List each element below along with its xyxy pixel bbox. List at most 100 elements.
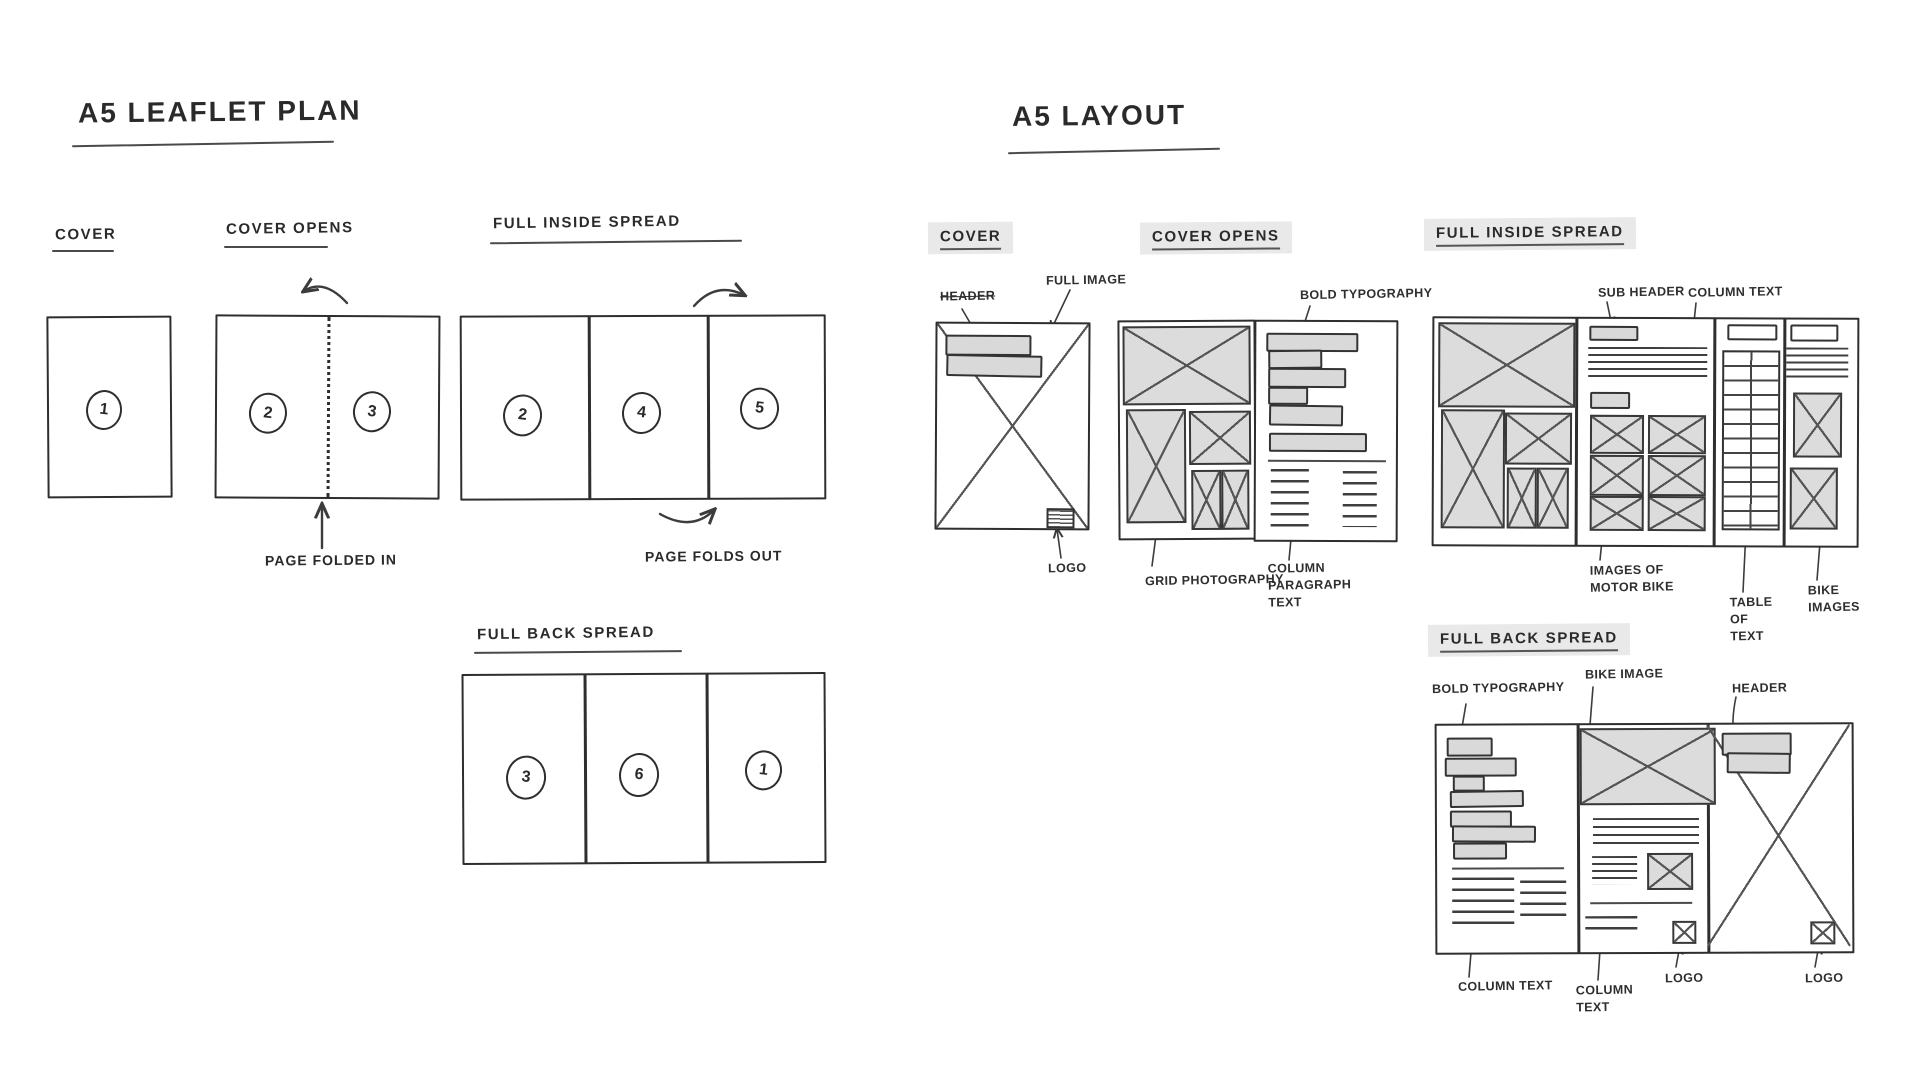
plan-cover-opens-label: COVER OPENS <box>225 219 354 238</box>
layout-cover-tab: COVER <box>927 221 1014 255</box>
typography-bar <box>1451 825 1537 843</box>
motorbike-image-placeholder <box>1589 414 1645 454</box>
plan-inside-spread-label: FULL INSIDE SPREAD <box>492 212 681 233</box>
bike-image-placeholder <box>1579 727 1716 806</box>
back-column-text-left-annotation: COLUMN TEXT <box>1457 978 1553 994</box>
motorbike-image-placeholder <box>1589 454 1644 496</box>
opens-right-page <box>1253 319 1399 543</box>
back-header-annotation: HEADER <box>1731 680 1788 696</box>
typography-bar <box>1446 737 1493 757</box>
bike-image-placeholder <box>1792 392 1843 458</box>
image-placeholder <box>1438 322 1576 408</box>
sub-header-bar <box>1589 325 1639 341</box>
typography-bar <box>1449 790 1524 809</box>
page-number-6: 6 <box>616 750 662 800</box>
page-number-4: 4 <box>619 389 664 437</box>
plan-inside-spread: 2 4 5 <box>459 314 827 501</box>
layout-cover-page <box>934 321 1091 531</box>
motorbike-image-placeholder <box>1647 455 1706 497</box>
text-divider-line <box>1590 901 1693 905</box>
spread-divider <box>583 674 587 864</box>
column-text-lines <box>1520 880 1567 919</box>
layout-inside-spread-tab-label: FULL INSIDE SPREAD <box>1435 223 1624 247</box>
plan-cover-label: COVER <box>54 225 117 244</box>
opens-grid-photography-annotation: GRID PHOTOGRAPHY <box>1144 571 1284 589</box>
back-logo-mid-annotation: LOGO <box>1664 970 1704 986</box>
layout-back-spread-tab-label: FULL BACK SPREAD <box>1439 629 1618 653</box>
layout-cover-opens-tab: COVER OPENS <box>1139 221 1292 255</box>
layout-cover-opens-tab-label: COVER OPENS <box>1151 227 1280 251</box>
page-number-2b: 2 <box>500 392 545 439</box>
fold-out-curl-arrow-icon <box>692 290 744 308</box>
plan-cover-opens-spread: 2 3 <box>214 314 441 500</box>
typography-bar <box>1268 432 1367 453</box>
inside-motorbike-images-annotation: IMAGES OF MOTOR BIKE <box>1589 562 1674 595</box>
image-placeholder <box>1125 409 1187 524</box>
fold-in-curl-arrow-icon <box>304 287 349 305</box>
spread-divider <box>706 315 710 499</box>
opens-left-page <box>1117 319 1257 541</box>
opens-column-paragraph-connector <box>1288 538 1292 561</box>
layout-back-spread-tab: FULL BACK SPREAD <box>1427 623 1630 657</box>
back-logo-right-annotation: LOGO <box>1804 970 1844 986</box>
back-spread-sketch <box>1434 722 1855 955</box>
spread-divider <box>587 316 591 500</box>
cover-header-annotation: HEADER <box>939 288 996 304</box>
cover-full-image-annotation: FULL IMAGE <box>1045 272 1127 288</box>
cover-logo-connector <box>1057 529 1061 559</box>
layout-title: A5 LAYOUT <box>1011 99 1187 132</box>
cover-logo-box <box>1046 508 1075 529</box>
page-number-1b: 1 <box>742 748 785 793</box>
spread-divider <box>705 673 709 863</box>
layout-cover-tab-label: COVER <box>939 227 1002 251</box>
logo-box <box>1810 921 1836 945</box>
opens-bold-typography-annotation: BOLD TYPOGRAPHY <box>1299 285 1433 303</box>
column-text-lines <box>1786 347 1849 381</box>
table-header-bar <box>1727 324 1778 341</box>
back-bike-image-annotation: BIKE IMAGE <box>1584 666 1664 682</box>
page-number-3b: 3 <box>503 753 549 802</box>
column-text-lines <box>1592 817 1700 849</box>
typography-bar <box>1268 386 1309 405</box>
inside-column-text-annotation: COLUMN TEXT <box>1687 284 1783 300</box>
image-placeholder <box>1122 325 1251 406</box>
page-number-1: 1 <box>83 388 125 432</box>
back-column-text-mid-annotation: COLUMN TEXT <box>1575 982 1634 1015</box>
column-text-lines <box>1585 916 1638 934</box>
paragraph-text-lines <box>1342 471 1377 528</box>
cover-header-bar <box>945 334 1032 357</box>
image-placeholder <box>1647 852 1694 890</box>
page-folded-in-note: PAGE FOLDED IN <box>264 551 398 569</box>
layout-inside-spread-tab: FULL INSIDE SPREAD <box>1423 217 1636 251</box>
plan-back-spread: 3 6 1 <box>461 672 827 865</box>
text-divider-line <box>1267 459 1386 463</box>
plan-back-spread-label: FULL BACK SPREAD <box>476 623 655 644</box>
page-number-3: 3 <box>350 388 394 435</box>
header-bar <box>1726 752 1791 774</box>
plan-cover-opens-underline <box>224 246 328 248</box>
logo-box <box>1672 920 1697 944</box>
typography-bar <box>1268 367 1347 389</box>
column-text-lines <box>1592 856 1638 885</box>
cover-header-bar <box>946 353 1043 378</box>
paragraph-text-lines <box>1270 468 1309 527</box>
column-text-lines <box>1452 877 1515 932</box>
layout-title-underline <box>1008 147 1220 155</box>
plan-inside-spread-underline <box>489 239 743 245</box>
back-bike-image-connector <box>1589 686 1594 726</box>
cover-logo-annotation: LOGO <box>1047 560 1087 576</box>
plan-title: A5 LEAFLET PLAN <box>77 94 362 129</box>
image-placeholder <box>1506 467 1537 529</box>
inside-spread-sketch <box>1431 316 1860 548</box>
opens-column-paragraph-annotation: COLUMN PARAGRAPH TEXT <box>1267 560 1352 610</box>
page-number-5: 5 <box>737 385 782 432</box>
image-placeholder <box>1536 467 1569 529</box>
column-text-lines <box>1588 346 1708 382</box>
typography-bar <box>1268 349 1323 370</box>
motorbike-image-placeholder <box>1589 495 1644 531</box>
typography-bar <box>1453 842 1508 860</box>
text-divider-line <box>1452 867 1565 870</box>
small-bar <box>1590 391 1631 409</box>
page-number-2: 2 <box>246 390 290 436</box>
